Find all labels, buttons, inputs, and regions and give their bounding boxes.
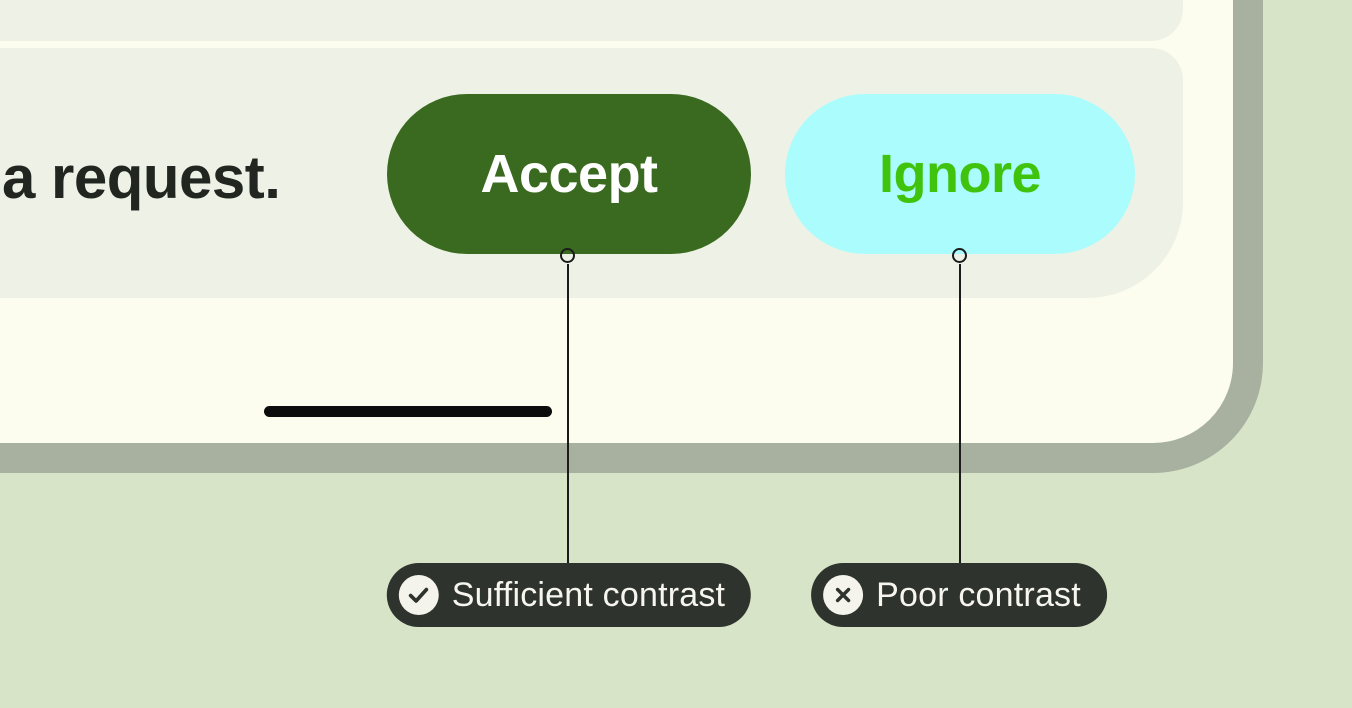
poor-contrast-badge: Poor contrast	[811, 563, 1107, 627]
notification-panel-top	[0, 0, 1183, 41]
callout-anchor-dot	[560, 248, 575, 263]
badge-label: Sufficient contrast	[451, 575, 726, 614]
accept-button-label: Accept	[480, 144, 658, 204]
callout-line	[566, 264, 569, 563]
check-icon	[398, 575, 439, 615]
ignore-button-label: Ignore	[878, 144, 1042, 204]
message-text: a request.	[2, 144, 281, 211]
callout-line	[958, 264, 961, 563]
ignore-button[interactable]: Ignore	[785, 94, 1135, 254]
accept-button[interactable]: Accept	[387, 94, 751, 254]
x-icon	[823, 575, 864, 615]
badge-label: Poor contrast	[876, 575, 1081, 614]
placeholder-bar	[264, 406, 552, 417]
callout-anchor-dot	[952, 248, 967, 263]
sufficient-contrast-badge: Sufficient contrast	[386, 563, 752, 627]
